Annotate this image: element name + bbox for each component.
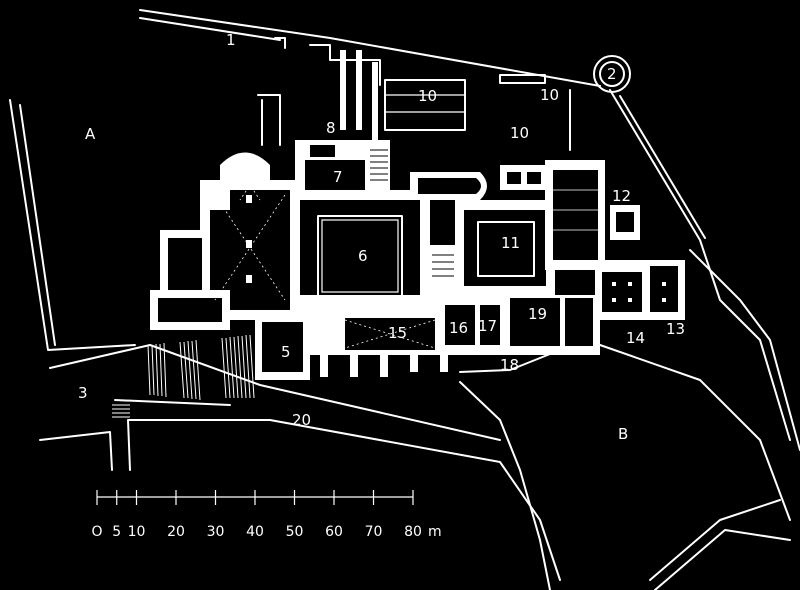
scale-tick-label: 60 (325, 524, 343, 540)
label-16: 16 (449, 319, 468, 337)
label-4: 4 (207, 350, 217, 368)
label-3: 3 (78, 384, 88, 402)
scale-ticks (96, 490, 414, 505)
label-12: 12 (612, 187, 631, 205)
label-18: 18 (500, 356, 519, 374)
building-walls (112, 140, 685, 418)
label-A: A (85, 125, 96, 143)
scale-tick-label: 5 (112, 524, 121, 540)
scale-tick-label: 80 (404, 524, 422, 540)
label-B: B (618, 425, 628, 443)
plan-labels: 1 2 3 4 5 6 7 8 9 10 10 10 11 12 13 14 1… (78, 31, 685, 443)
scale-tick-label: O (91, 524, 102, 540)
scale-unit: m (428, 524, 442, 540)
northern-gardens (257, 37, 571, 151)
label-10c: 10 (510, 124, 529, 142)
label-9: 9 (436, 179, 446, 197)
label-14: 14 (626, 329, 645, 347)
scale-tick-label: 70 (365, 524, 383, 540)
label-13: 13 (666, 320, 685, 338)
scale-tick-label: 20 (167, 524, 185, 540)
label-6: 6 (358, 247, 368, 265)
label-15: 15 (388, 324, 407, 342)
scale-tick-label: 50 (286, 524, 304, 540)
label-2: 2 (607, 65, 617, 83)
scale-tick-label: 40 (246, 524, 264, 540)
label-5: 5 (281, 343, 291, 361)
label-19: 19 (528, 305, 547, 323)
label-10b: 10 (540, 86, 559, 104)
label-8: 8 (326, 119, 336, 137)
boundary-lines (9, 9, 800, 590)
label-10a: 10 (418, 87, 437, 105)
label-7: 7 (333, 168, 343, 186)
label-11: 11 (501, 234, 520, 252)
scale-tick-label: 10 (128, 524, 146, 540)
label-20: 20 (292, 411, 311, 429)
label-1: 1 (226, 31, 236, 49)
label-17: 17 (478, 317, 497, 335)
scale-tick-label: 30 (207, 524, 225, 540)
